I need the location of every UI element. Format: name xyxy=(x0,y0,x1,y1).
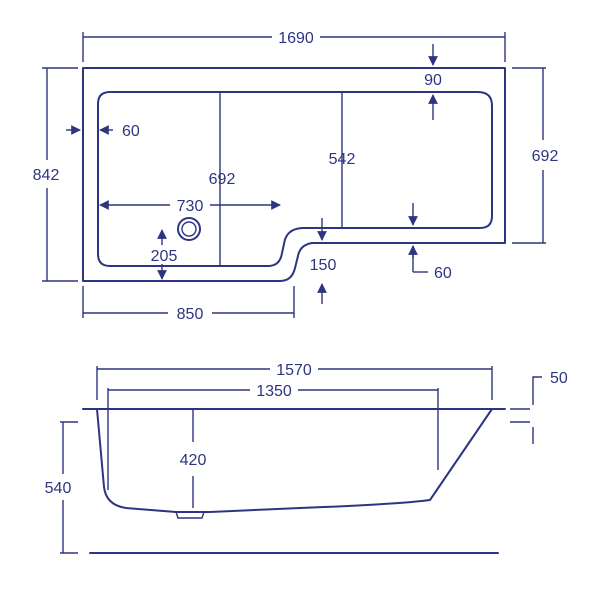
dim-waste-offset: 205 xyxy=(151,248,178,265)
dim-inner-length-side: 1350 xyxy=(256,383,292,400)
waste-outlet xyxy=(177,217,201,241)
side-waste xyxy=(175,511,205,519)
side-profile xyxy=(96,408,493,513)
dim-inner-length: 730 xyxy=(177,198,204,215)
dim-overall-width: 842 xyxy=(33,167,60,184)
dim-right-width: 692 xyxy=(532,148,559,165)
dim-inner-width-right: 542 xyxy=(329,151,356,168)
dim-overall-length: 1690 xyxy=(278,30,314,47)
dim-right-lower-rim: 60 xyxy=(434,265,452,282)
plan-outer-outline xyxy=(82,67,506,282)
dim-50-leader-top xyxy=(532,376,542,405)
waste-outlet-inner xyxy=(181,221,197,237)
dim-lower-length: 850 xyxy=(177,306,204,323)
dim-step-depth: 150 xyxy=(310,257,337,274)
dim-inner-width-left: 692 xyxy=(209,171,236,188)
dim-rim-thickness: 50 xyxy=(550,370,568,387)
plan-view: 1690 842 60 90 692 692 542 730 205 xyxy=(33,30,559,323)
plan-inner-basin xyxy=(97,91,493,267)
dim-inner-depth: 420 xyxy=(180,452,207,469)
dim-left-rim: 60 xyxy=(122,123,140,140)
side-view: 1570 1350 420 540 50 xyxy=(45,362,568,554)
dim-top-rim: 90 xyxy=(424,72,442,89)
dim-overall-height: 540 xyxy=(45,480,72,497)
dim-top-length: 1570 xyxy=(276,362,312,379)
